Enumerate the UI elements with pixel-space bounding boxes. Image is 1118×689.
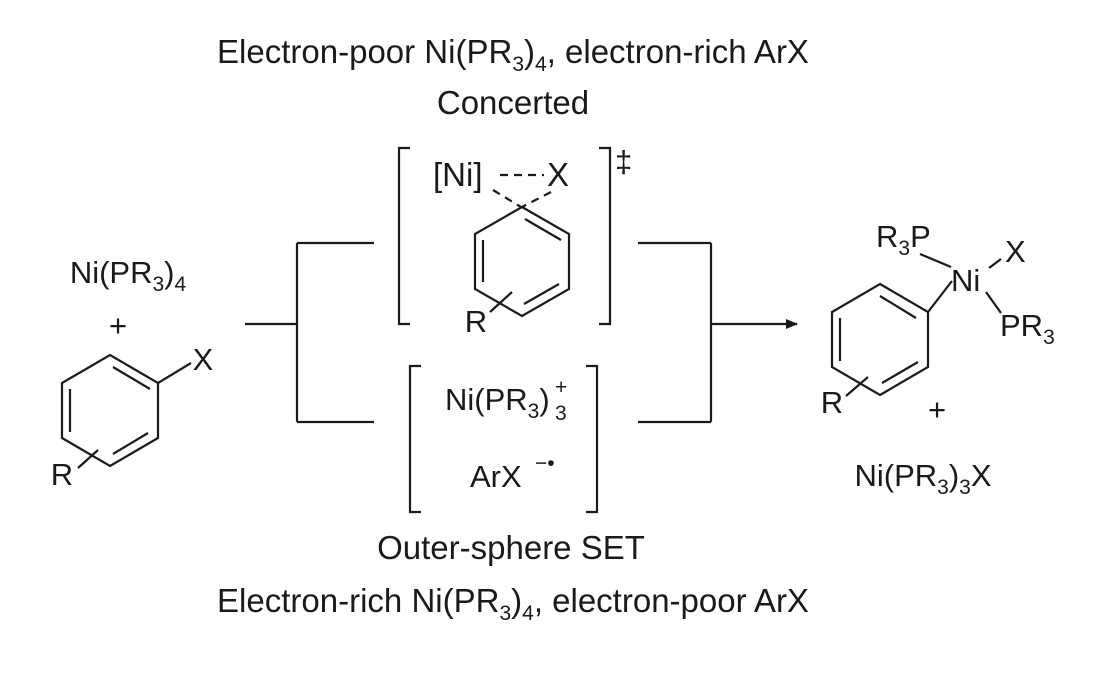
product-substituent-r: R [821,385,843,420]
top-condition-label: Electron-poor Ni(PR3)4, electron-rich Ar… [217,33,809,76]
concerted-label: Concerted [437,84,589,121]
branch-connector [245,241,374,424]
merge-connector [638,241,798,424]
nickel-cation-count: 3 [555,402,567,425]
product-halide-label: X [1005,234,1026,269]
transition-state-dagger: ‡ [615,144,632,179]
transition-state-structure [473,173,571,318]
set-intermediate-bracket [408,364,599,514]
product-phosphine-right: PR3 [1000,308,1055,349]
product-phosphine-top: R3P [876,219,931,260]
product-nickel-label: Ni [951,263,980,298]
nickel-halide-byproduct: Ni(PR3)3X [854,458,991,499]
product-plus: + [928,392,946,427]
reactant-plus: + [109,308,127,343]
ts-substituent-r: R [465,304,487,339]
bottom-condition-label: Electron-rich Ni(PR3)4, electron-poor Ar… [217,582,809,625]
transition-state-bracket [397,146,612,326]
outer-sphere-set-label: Outer-sphere SET [377,529,645,566]
nickel-cation-label: Ni(PR3) [445,382,550,423]
aryl-halide-x: X [193,342,214,377]
aryl-substituent-r: R [51,457,73,492]
aryl-nickel-product-structure [830,252,1002,397]
radical-anion-label: ArX [470,459,522,494]
nickel-cation-charge: + [555,376,567,399]
ts-nickel-label: [Ni] [433,156,483,193]
ts-halide-label: X [547,156,569,193]
radical-anion-charge: −• [535,452,555,475]
aryl-halide-structure [60,353,192,469]
nickel-catalyst-label: Ni(PR3)4 [70,255,187,296]
